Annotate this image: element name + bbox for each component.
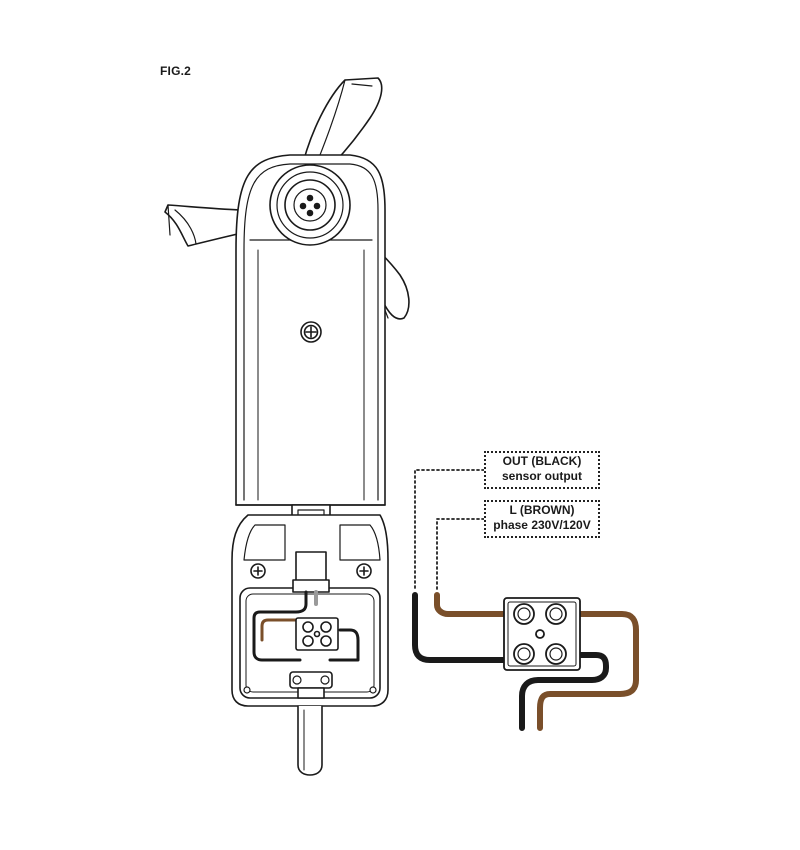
fan-blade-upper xyxy=(299,77,383,176)
cable-gland xyxy=(297,705,323,776)
callout-leaders xyxy=(414,469,485,591)
callout-out-desc: sensor output xyxy=(502,469,582,483)
enlarged-wiring xyxy=(412,592,639,731)
brown-wire-supply xyxy=(537,611,639,731)
callout-l-brown: L (BROWN) phase 230V/120V xyxy=(484,500,600,538)
callout-l-title: L (BROWN) xyxy=(509,503,575,517)
callout-out-title: OUT (BLACK) xyxy=(502,454,582,468)
callout-out-black: OUT (BLACK) sensor output xyxy=(484,451,600,489)
black-wire-out xyxy=(412,592,511,663)
sensor-hub xyxy=(269,164,351,246)
corner-screw-tl xyxy=(250,563,266,579)
leader-l xyxy=(436,518,485,591)
box-internal-wires xyxy=(252,590,360,662)
enlarged-terminal-block xyxy=(503,597,581,671)
callout-l-desc: phase 230V/120V xyxy=(493,518,591,532)
box-terminal-block xyxy=(295,617,339,651)
black-wire-load xyxy=(519,652,609,731)
brown-wire-l xyxy=(434,592,511,617)
figure-label: FIG.2 xyxy=(160,64,192,78)
corner-screw-tr xyxy=(356,563,372,579)
leader-out xyxy=(414,469,485,591)
terminal-box xyxy=(231,514,389,707)
